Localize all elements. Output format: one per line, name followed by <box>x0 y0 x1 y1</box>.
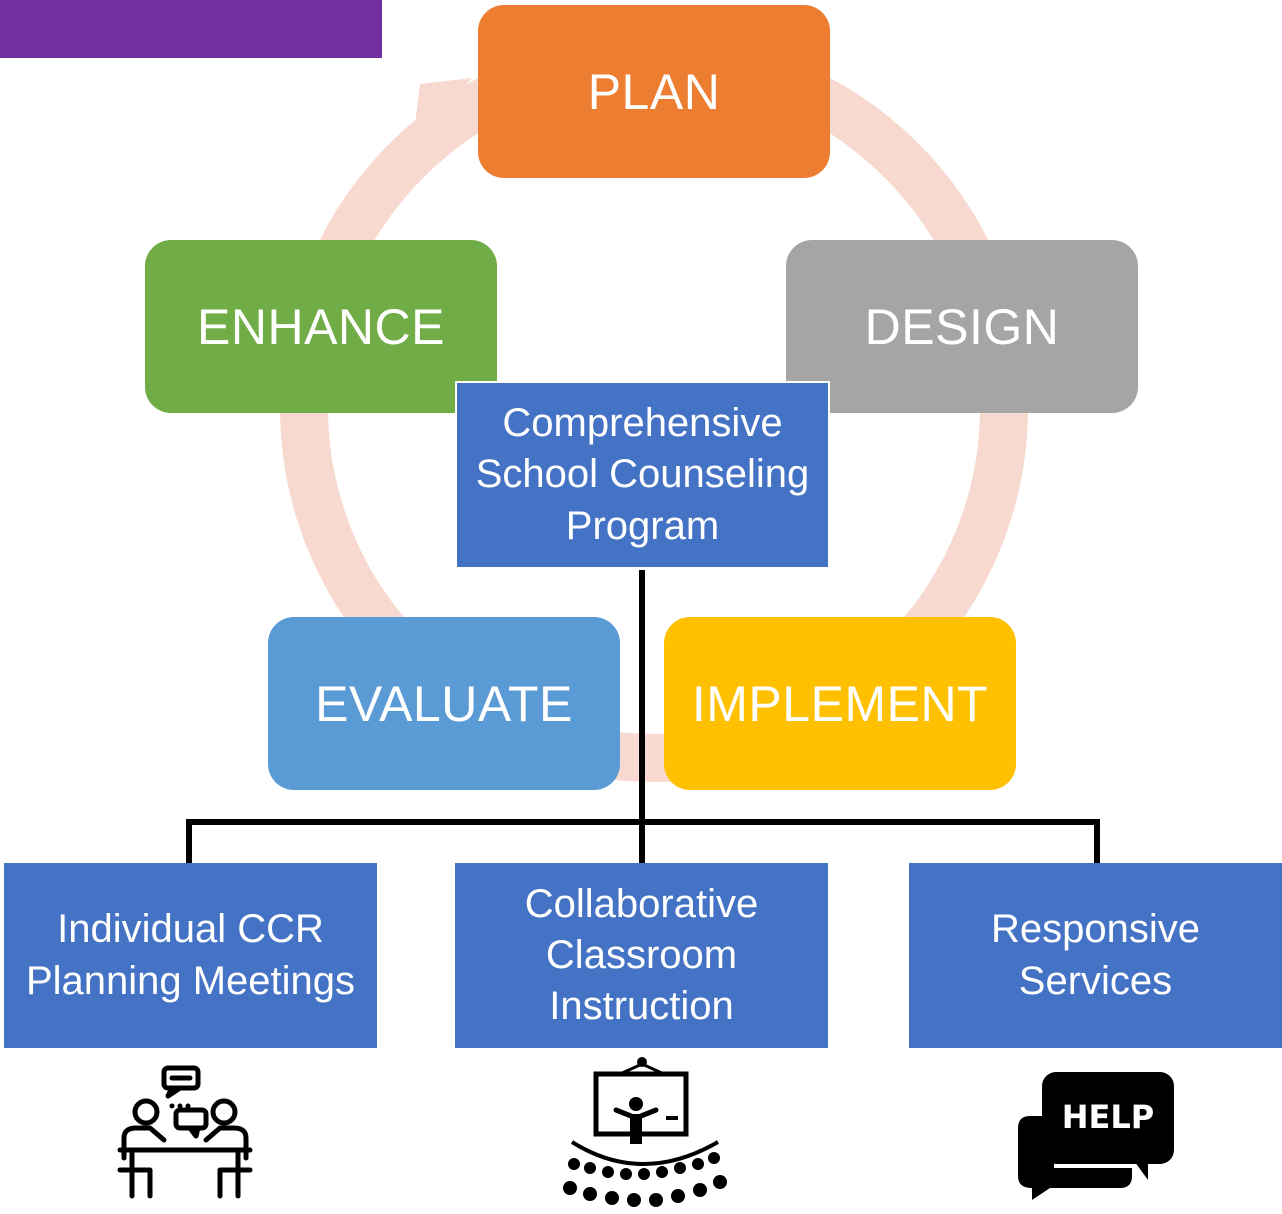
individual-ccr-box: Individual CCR Planning Meetings <box>4 863 377 1048</box>
help-chat-icon: HELP <box>1018 1072 1174 1200</box>
responsive-line2: Services <box>1018 958 1173 1003</box>
implement-box: IMPLEMENT <box>664 617 1016 790</box>
plan-label: PLAN <box>587 63 721 120</box>
meeting-icon <box>117 1065 253 1199</box>
enhance-label: ENHANCE <box>197 298 445 355</box>
design-label: DESIGN <box>864 298 1060 355</box>
evaluate-box: EVALUATE <box>268 617 620 790</box>
design-box: DESIGN <box>786 240 1138 413</box>
purple-header-bar <box>0 0 382 58</box>
classroom-icon <box>563 1057 727 1207</box>
program-title-line3: Program <box>565 503 720 548</box>
program-title-line2: School Counseling <box>475 452 810 497</box>
individual-ccr-line2: Planning Meetings <box>25 958 356 1003</box>
responsive-services-box: Responsive Services <box>909 863 1282 1048</box>
responsive-line1: Responsive <box>990 907 1200 952</box>
cycle-arrowhead <box>412 78 472 148</box>
implement-label: IMPLEMENT <box>691 675 989 732</box>
evaluate-label: EVALUATE <box>315 675 573 732</box>
program-title-line1: Comprehensive <box>502 401 783 446</box>
connector-lines <box>186 570 1100 866</box>
help-icon-text: HELP <box>1062 1098 1154 1136</box>
classroom-line3: Instruction <box>549 984 734 1029</box>
classroom-line1: Collaborative <box>524 881 759 926</box>
classroom-line2: Classroom <box>545 932 738 977</box>
enhance-box: ENHANCE <box>145 240 497 413</box>
plan-box: PLAN <box>478 5 830 178</box>
program-center-box: Comprehensive School Counseling Program <box>455 381 830 569</box>
classroom-instruction-box: Collaborative Classroom Instruction <box>455 863 828 1048</box>
individual-ccr-line1: Individual CCR <box>57 907 324 952</box>
